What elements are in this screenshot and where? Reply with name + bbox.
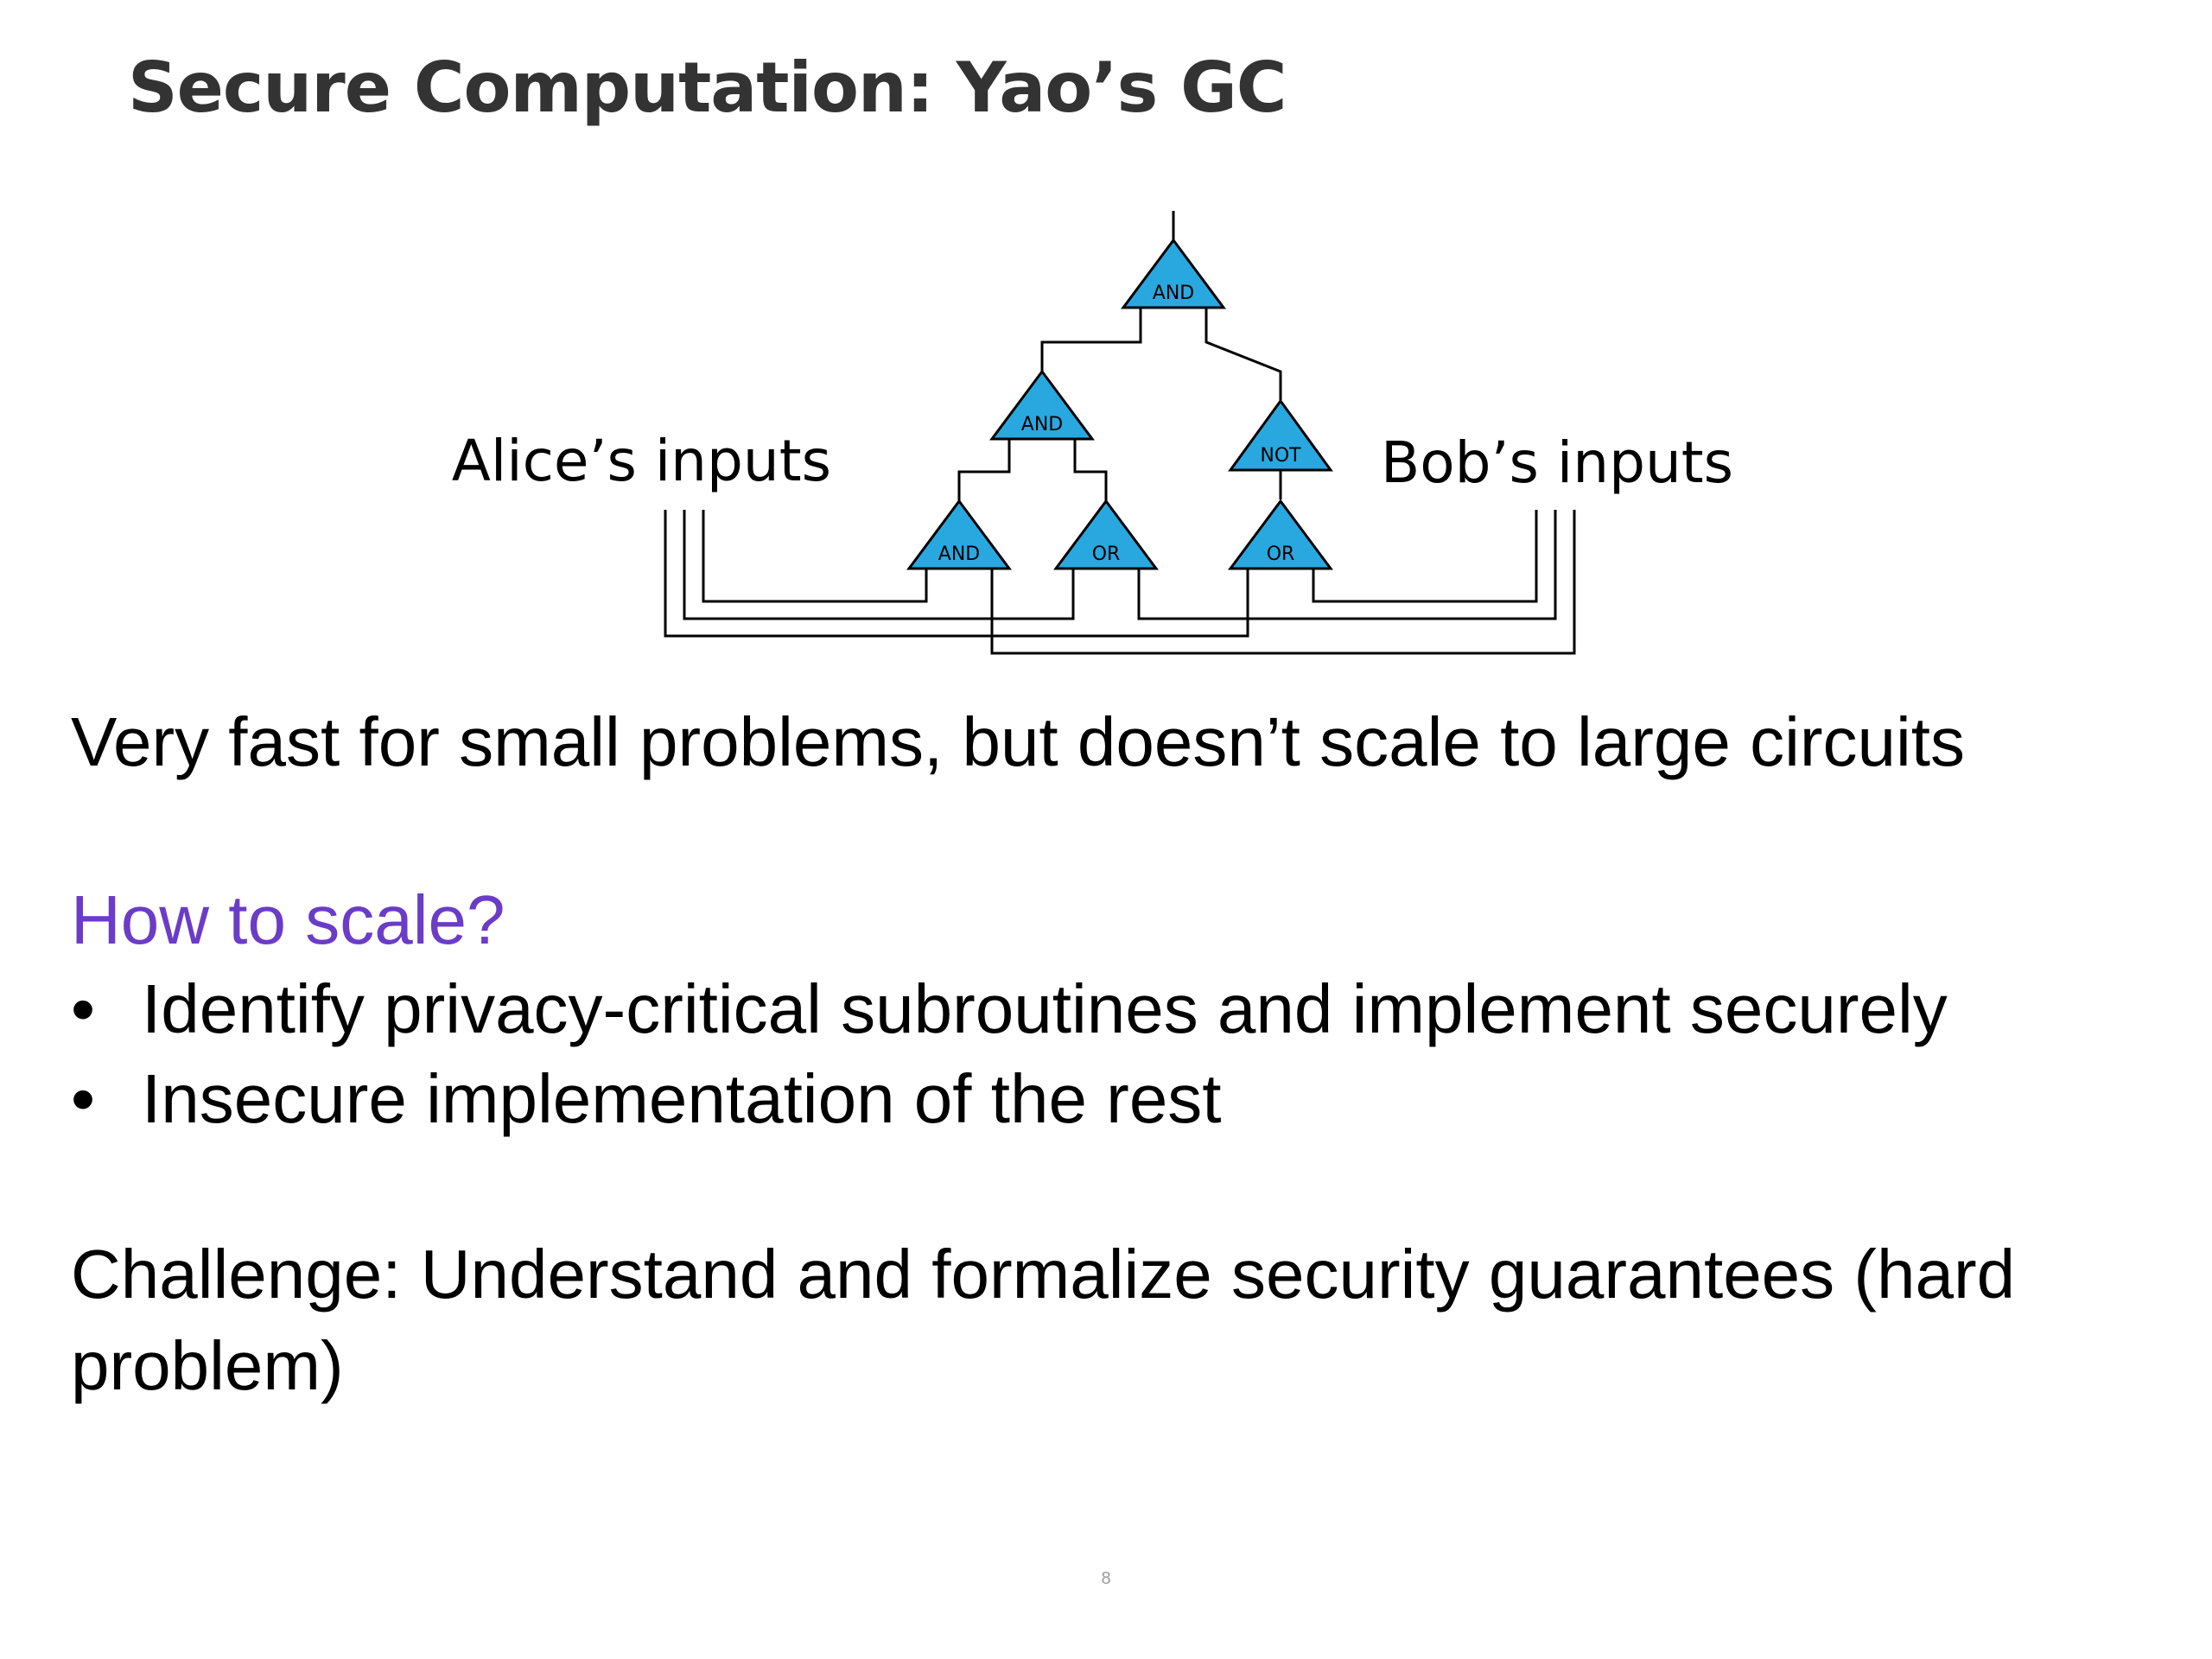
circuit-wires xyxy=(664,211,1576,655)
wire-bob-2 xyxy=(1137,510,1557,620)
wire-alice-1 xyxy=(702,510,928,603)
gate-mid-not xyxy=(1228,398,1333,472)
wire-root-left xyxy=(1040,308,1142,372)
wire-alice-3 xyxy=(664,510,1249,638)
wire-mid-left xyxy=(957,439,1011,501)
page-number: 8 xyxy=(1101,1569,1111,1588)
challenge-statement: Challenge: Understand and formalize secu… xyxy=(71,1236,2016,1404)
bob-inputs-label: Bob’s inputs xyxy=(1381,429,1733,496)
scaling-bullet-list: • Identify privacy-critical subroutines … xyxy=(71,964,1948,1144)
bullet-item: • Insecure implementation of the rest xyxy=(71,1054,1948,1144)
gate-bottom-or-right xyxy=(1228,499,1333,570)
alice-inputs-label: Alice’s inputs xyxy=(452,428,831,494)
circuit-gates xyxy=(906,238,1333,570)
gate-label-bottom-or-left: OR xyxy=(1092,543,1121,565)
gate-root-and xyxy=(1121,238,1226,309)
gate-label-mid-and: AND xyxy=(1021,414,1063,435)
bullet-icon: • xyxy=(71,1060,96,1137)
how-to-scale-heading: How to scale? xyxy=(71,881,505,958)
wire-alice-2 xyxy=(683,510,1075,620)
bullet-icon: • xyxy=(71,970,96,1047)
slide-title: Secure Computation: Yao’s GC xyxy=(128,48,1287,128)
wire-root-right xyxy=(1205,308,1282,401)
gate-bottom-and xyxy=(906,499,1012,570)
wire-bob-3 xyxy=(990,510,1576,655)
wire-mid-right xyxy=(1073,439,1108,501)
bullet-text: Insecure implementation of the rest xyxy=(142,1060,1222,1137)
gate-label-bottom-or-right: OR xyxy=(1267,543,1295,565)
bullet-item: • Identify privacy-critical subroutines … xyxy=(71,964,1948,1054)
gate-labels: AND AND NOT AND OR OR xyxy=(938,283,1301,565)
gate-mid-and xyxy=(989,369,1095,441)
garbled-circuit-diagram: AND AND NOT AND OR OR Alice’s inputs Bob… xyxy=(452,211,1733,655)
scalability-statement: Very fast for small problems, but doesn’… xyxy=(71,703,1966,780)
gate-label-root-and: AND xyxy=(1153,283,1194,304)
gate-bottom-or-left xyxy=(1053,499,1159,570)
gate-label-mid-not: NOT xyxy=(1260,445,1301,467)
wire-bob-1 xyxy=(1312,510,1538,603)
bullet-text: Identify privacy-critical subroutines an… xyxy=(142,970,1948,1047)
gate-label-bottom-and: AND xyxy=(938,543,980,565)
